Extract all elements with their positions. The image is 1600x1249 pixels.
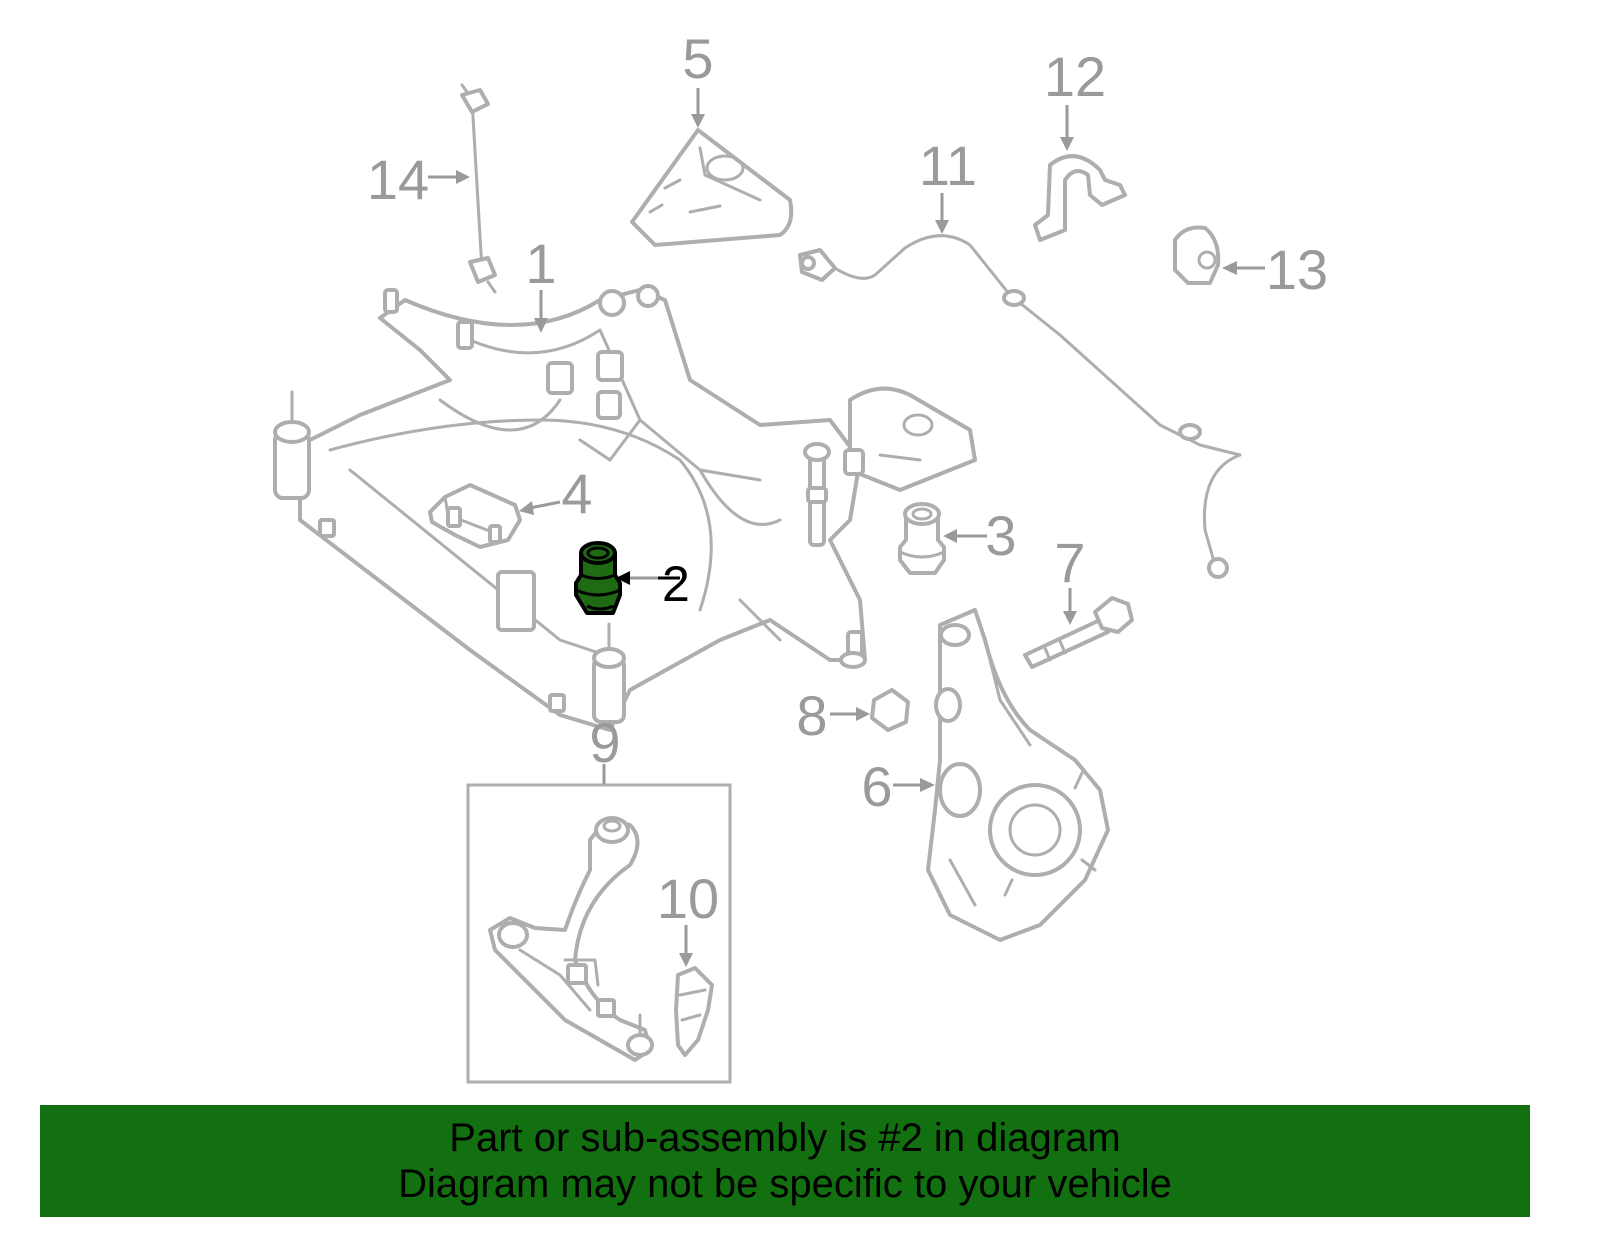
leader-arrows	[428, 88, 1265, 967]
part-8-nut	[870, 688, 910, 732]
banner-part-note: Part or sub-assembly is #2 in diagram	[449, 1116, 1121, 1160]
callout-4: 4	[561, 462, 592, 525]
callout-6: 6	[861, 755, 892, 818]
banner-disclaimer: Diagram may not be specific to your vehi…	[398, 1162, 1172, 1206]
part-4-bracket	[428, 483, 522, 549]
part-14-stabilizer-link	[460, 83, 497, 294]
callout-5: 5	[682, 27, 713, 90]
callout-14: 14	[367, 148, 429, 211]
callout-7: 7	[1054, 531, 1085, 594]
part-10-clip	[674, 966, 714, 1057]
callout-13: 13	[1266, 238, 1328, 301]
callout-labels: 1 2 3 4 5 6 7 8 9 10 11 12 13 14	[367, 27, 1328, 930]
callout-3: 3	[985, 504, 1016, 567]
part-7-bolt	[1023, 596, 1134, 669]
callout-11: 11	[919, 134, 977, 197]
callout-10: 10	[657, 867, 719, 930]
part-5-plate	[630, 128, 794, 247]
callout-9: 9	[589, 711, 620, 774]
callout-12: 12	[1044, 45, 1106, 108]
part-1-crossmember	[273, 284, 977, 732]
part-9-lower-control-arm-box	[466, 783, 732, 1084]
part-11-stabilizer-bar	[798, 234, 1242, 579]
callout-2: 2	[662, 556, 690, 612]
part-6-knuckle	[926, 608, 1110, 942]
info-banner: Part or sub-assembly is #2 in diagram Di…	[40, 1105, 1530, 1217]
part-12-clamp	[1033, 154, 1127, 242]
callout-8: 8	[796, 684, 827, 747]
callout-1: 1	[525, 232, 556, 295]
part-3-bushing	[898, 502, 946, 575]
part-13-bushing	[1173, 225, 1221, 285]
part-2-bushing-highlighted[interactable]	[574, 541, 622, 615]
